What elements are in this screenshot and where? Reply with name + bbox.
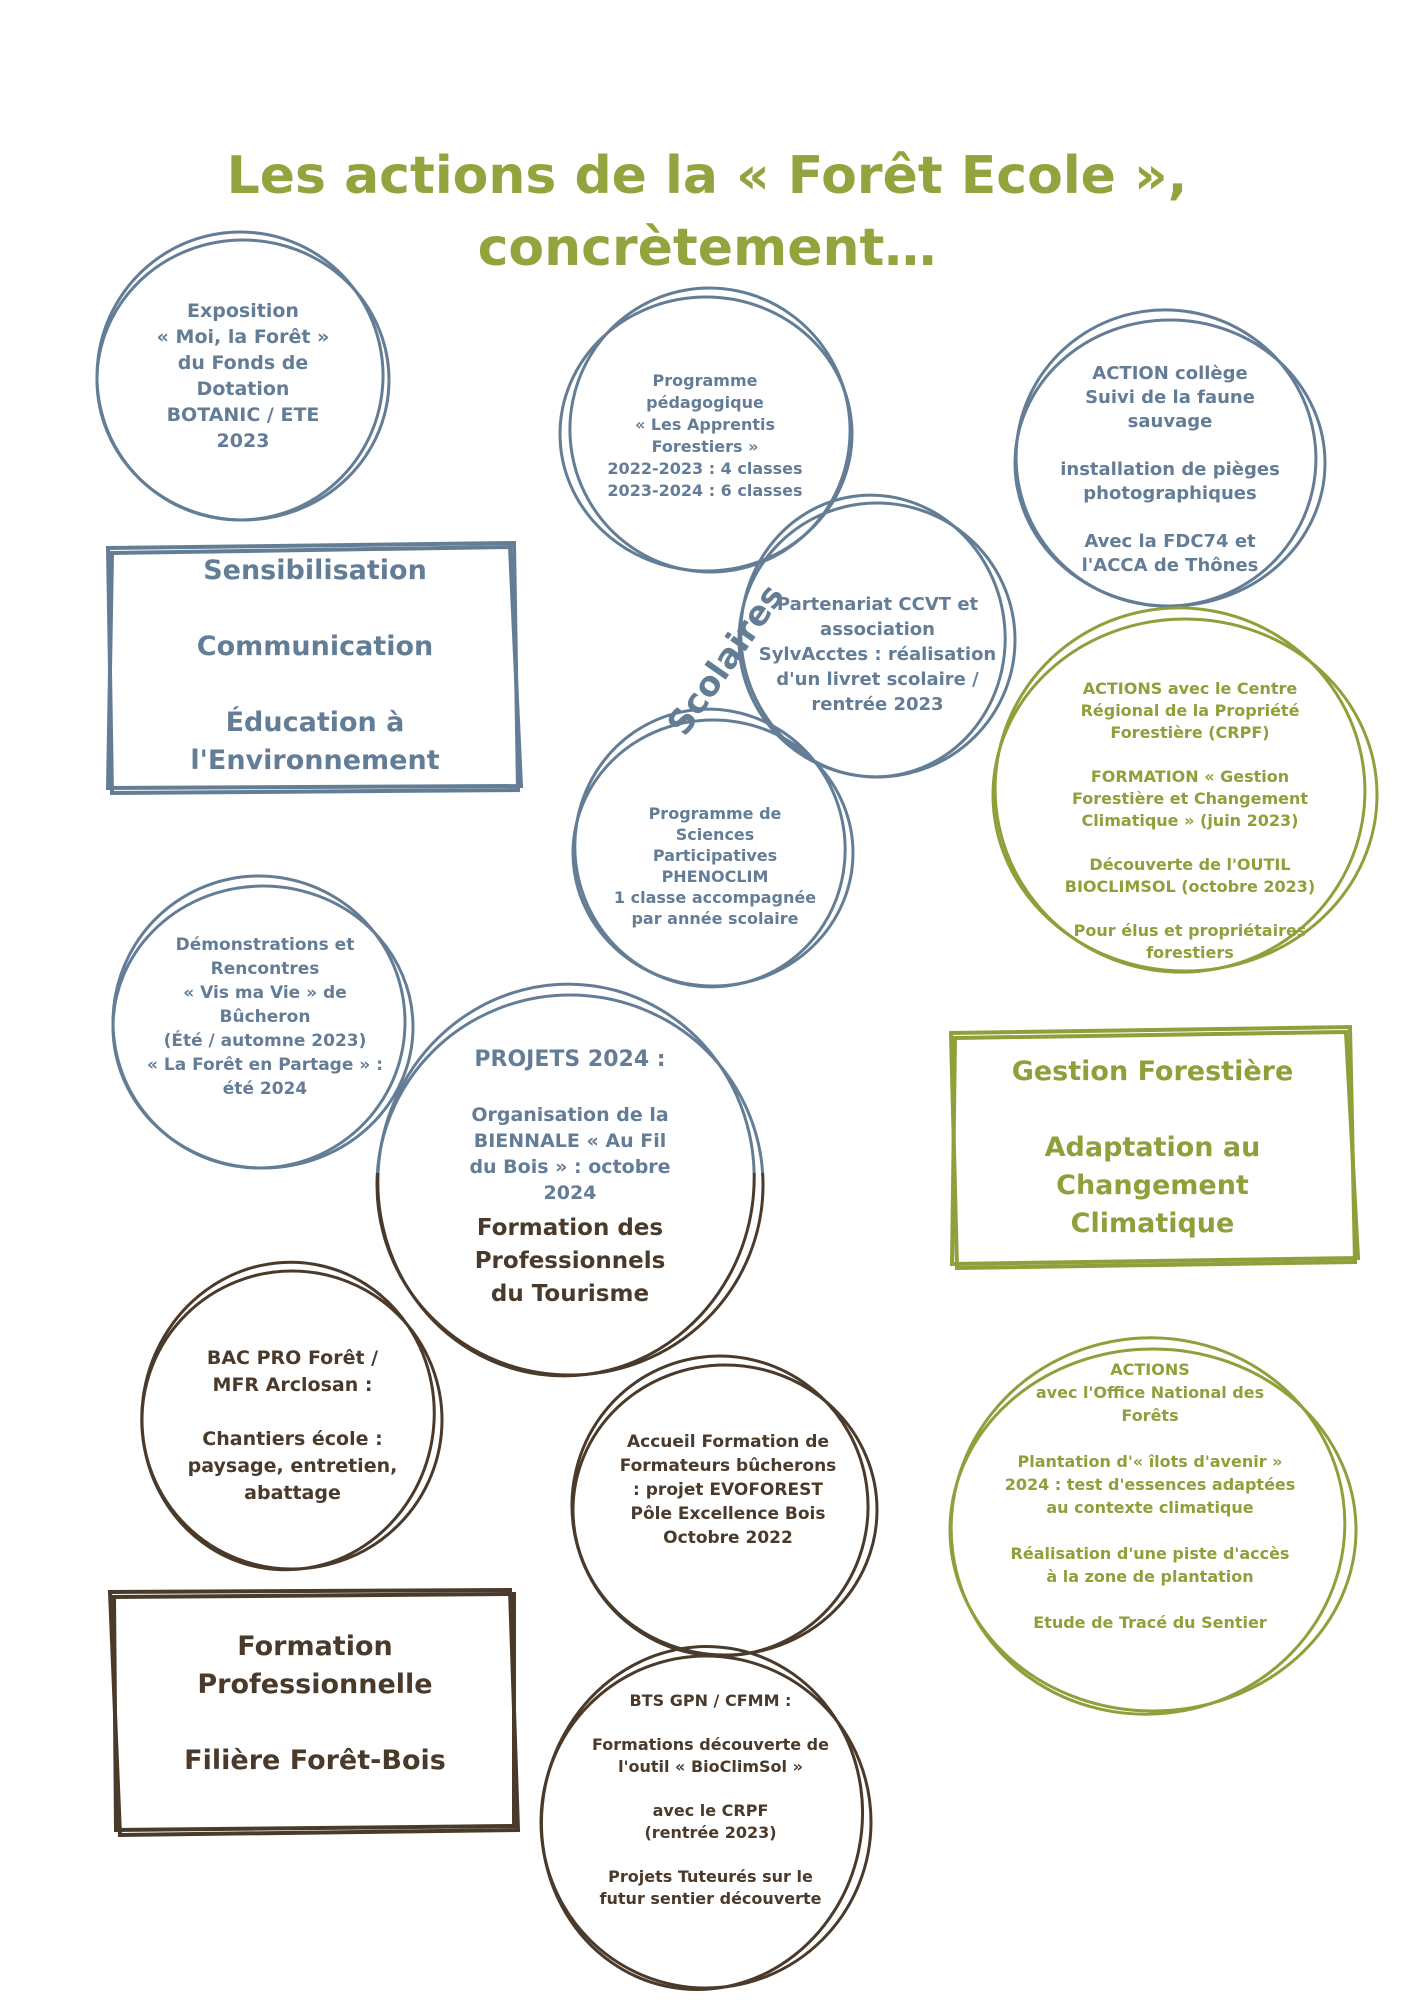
- circle-crpf: [991, 606, 1379, 974]
- box-formation-text: Formation Professionnelle Filière Forêt-…: [184, 1631, 446, 1776]
- bubble-college: ACTION collège Suivi de la faune sauvage…: [1060, 363, 1280, 576]
- circle-projets-2024: [375, 982, 765, 1378]
- box-formation: [107, 1587, 521, 1838]
- box-sensibilisation: [105, 540, 524, 796]
- circle-bacpro: [140, 1260, 444, 1572]
- projets-title: PROJETS 2024 :: [474, 1047, 666, 1072]
- circle-demonstrations: [111, 874, 415, 1170]
- circle-college: [1013, 308, 1327, 608]
- circle-onf: [948, 1336, 1358, 1716]
- bubble-exposition: Exposition « Moi, la Forêt » du Fonds de…: [156, 300, 330, 452]
- bubble-demonstrations: Démonstrations et Rencontres « Vis ma Vi…: [146, 935, 383, 1099]
- circle-ccvt: [737, 493, 1017, 779]
- projets-tourisme: Formation des Professionnels du Tourisme: [474, 1215, 666, 1307]
- page-title: Les actions de la « Forêt Ecole », concr…: [226, 146, 1188, 278]
- bubble-evoforest: Accueil Formation de Formateurs bûcheron…: [619, 1432, 837, 1548]
- box-gestion: [948, 1024, 1361, 1271]
- circle-exposition: [95, 230, 391, 522]
- projets-biennale: Organisation de la BIENNALE « Au Fil du …: [469, 1104, 671, 1204]
- bubble-ccvt: Partenariat CCVT et association SylvAcct…: [758, 594, 997, 715]
- box-sensibilisation-text: Sensibilisation Communication Éducation …: [190, 555, 440, 776]
- circle-phenoclim: [571, 707, 855, 989]
- bubble-bts: BTS GPN / CFMM : Formations découverte d…: [592, 1691, 829, 1908]
- circle-bts: [539, 1645, 873, 1991]
- bubble-crpf: ACTIONS avec le Centre Régional de la Pr…: [1064, 679, 1316, 962]
- circle-evoforest: [570, 1354, 879, 1658]
- bubble-apprentis: Programme pédagogique « Les Apprentis Fo…: [607, 371, 803, 500]
- bubble-phenoclim: Programme de Sciences Participatives PHE…: [613, 804, 817, 928]
- bubble-bacpro: BAC PRO Forêt / MFR Arclosan : Chantiers…: [187, 1347, 398, 1504]
- bubble-onf: ACTIONS avec l'Office National des Forêt…: [1004, 1360, 1296, 1632]
- circle-apprentis: [558, 286, 854, 574]
- box-gestion-text: Gestion Forestière Adaptation au Changem…: [1011, 1056, 1294, 1239]
